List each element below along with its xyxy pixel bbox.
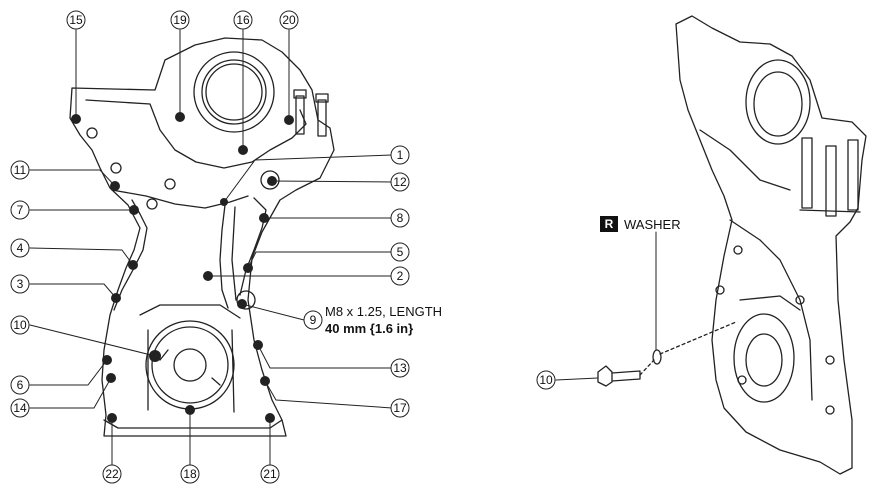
callout-2: 2	[397, 269, 404, 283]
callout-20: 20	[282, 13, 296, 27]
callout-7: 7	[17, 203, 24, 217]
callout-4: 4	[17, 241, 24, 255]
callout-13: 13	[393, 361, 407, 375]
callout-10: 10	[13, 318, 27, 332]
callout-19: 19	[173, 13, 187, 27]
callout-15: 15	[69, 13, 83, 27]
spec-line-2: 40 mm {1.6 in}	[325, 321, 414, 336]
callout-14: 14	[13, 401, 27, 415]
front-cover-front-view	[69, 37, 335, 437]
callout-16: 16	[236, 13, 250, 27]
callout-1: 1	[397, 148, 404, 162]
callout-5: 5	[397, 245, 404, 259]
callout-18: 18	[183, 467, 197, 481]
callout-circles	[10, 10, 556, 484]
spec-line-1: M8 x 1.25, LENGTH	[325, 304, 443, 319]
callout-22: 22	[105, 467, 119, 481]
callout-8: 8	[397, 211, 404, 225]
front-cover-perspective-view	[555, 15, 867, 475]
bolt-9-spec: M8 x 1.25, LENGTH 40 mm {1.6 in}	[325, 303, 442, 337]
leader-lines	[29, 29, 393, 467]
callout-9: 9	[310, 313, 317, 327]
callout-labels: 15 19 16 20 1 12 11 7 8 4 5 3 2 10 9 6 1…	[13, 13, 553, 481]
replace-badge: R	[600, 216, 618, 232]
washer-label: R WASHER	[600, 216, 681, 232]
callout-3: 3	[17, 277, 24, 291]
bolt-markers	[71, 112, 294, 423]
callout-11: 11	[14, 163, 27, 177]
callout-6: 6	[17, 378, 24, 392]
callout-10-right: 10	[539, 373, 553, 387]
callout-12: 12	[393, 175, 407, 189]
callout-21: 21	[263, 467, 277, 481]
callout-17: 17	[393, 401, 407, 415]
washer-text: WASHER	[624, 216, 681, 232]
